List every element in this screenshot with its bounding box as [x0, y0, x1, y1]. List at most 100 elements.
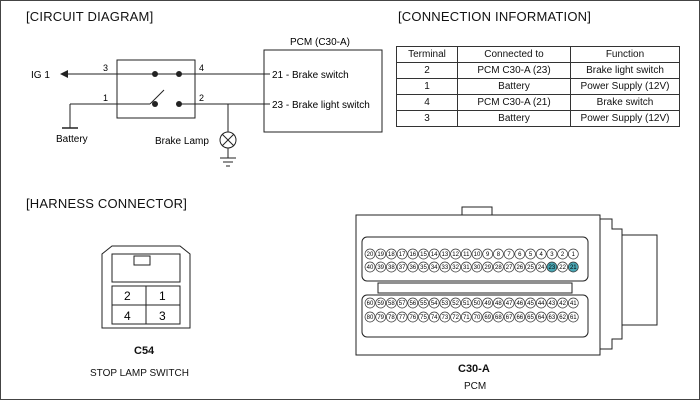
cell: Power Supply (12V) — [570, 78, 680, 95]
pin-circle — [418, 261, 429, 273]
pin-label: 62 — [559, 315, 566, 321]
pin-circle — [557, 311, 568, 323]
cell: 2 — [396, 62, 458, 79]
c54-name: C54 — [134, 345, 155, 357]
cell: 3 — [396, 110, 458, 127]
pin-label: 45 — [527, 301, 534, 307]
pin-label: 32 — [452, 265, 459, 271]
pin-label: 72 — [452, 315, 459, 321]
pin-label: 59 — [377, 301, 384, 307]
pin-label: 21 — [570, 265, 577, 271]
pcm-pin-21: 21 - Brake switch — [272, 70, 349, 81]
pin-circle — [557, 297, 568, 309]
pin-label: 71 — [463, 315, 470, 321]
pin-label: 1 — [572, 252, 576, 258]
pin-label: 58 — [388, 301, 395, 307]
pin-circle — [503, 261, 515, 273]
pin-label: 73 — [442, 315, 449, 321]
lamp-cross — [221, 133, 235, 147]
pin-label: 3 — [550, 252, 554, 258]
pin-circle — [396, 248, 408, 260]
pin-label: 23 — [549, 265, 556, 271]
pin-label: 5 — [529, 252, 533, 258]
pin-circle — [525, 311, 536, 323]
c54-connector: 2 1 4 3 — [101, 245, 191, 329]
pin-label: 4 — [540, 252, 544, 258]
pin-label: 28 — [495, 265, 502, 271]
terminal-3-label: 3 — [103, 63, 108, 73]
pin-label: 75 — [420, 315, 427, 321]
pin-label: 74 — [431, 315, 438, 321]
pin-label: 14 — [431, 252, 438, 258]
pin-circle — [460, 248, 472, 260]
pin-label: 31 — [463, 265, 470, 271]
switch-box — [116, 59, 196, 119]
pin-label: 63 — [549, 315, 556, 321]
pin-circle — [535, 248, 547, 260]
pin-label: 34 — [431, 265, 438, 271]
pin-label: 15 — [420, 252, 427, 258]
pin-circle — [450, 261, 461, 273]
pin-label: 67 — [506, 315, 513, 321]
pin-circle — [493, 297, 504, 309]
pin-label: 38 — [388, 265, 395, 271]
table-header-row: Terminal Connected to Function — [396, 46, 680, 63]
c30a-desc: PCM — [464, 381, 487, 392]
c30a-key — [461, 206, 493, 216]
ig1-label: IG 1 — [31, 70, 50, 81]
pin-circle — [493, 261, 504, 273]
pin-circle — [418, 297, 429, 309]
pin-label: 50 — [474, 301, 481, 307]
pin-circle — [482, 248, 494, 260]
pin-label: 8 — [497, 252, 501, 258]
pin-circle — [514, 248, 526, 260]
pin-circle — [386, 297, 397, 309]
pin-circle — [503, 297, 515, 309]
pin-label: 26 — [516, 265, 523, 271]
pin-circle — [557, 261, 568, 273]
pin-circle — [439, 311, 451, 323]
pin-circle — [493, 248, 504, 260]
pin-label: 25 — [527, 265, 534, 271]
pin-circle — [428, 311, 440, 323]
pin-circle — [396, 311, 408, 323]
pin-circle — [439, 297, 451, 309]
pin-circle — [375, 248, 387, 260]
pin-label: 80 — [367, 315, 374, 321]
pin-label: 68 — [495, 315, 502, 321]
pin-circle — [514, 311, 526, 323]
pin-circle — [567, 261, 579, 273]
terminal-2-label: 2 — [199, 93, 204, 103]
pin-circle — [450, 248, 461, 260]
pin-label: 49 — [484, 301, 491, 307]
pin-label: 42 — [559, 301, 566, 307]
pin-label: 78 — [388, 315, 395, 321]
c54-latch — [111, 253, 181, 283]
pin-circle — [460, 261, 472, 273]
pin-circle — [460, 311, 472, 323]
brake-lamp-label: Brake Lamp — [155, 136, 209, 147]
pin-circle — [396, 297, 408, 309]
c30a-center-rail — [377, 282, 573, 294]
circuit-diagram: IG 1 3 4 1 Battery 2 Brake Lamp PCM (C30… — [31, 37, 383, 167]
c54-desc: STOP LAMP SWITCH — [90, 368, 189, 379]
cell: 4 — [396, 94, 458, 111]
c54-pin: 1 — [159, 289, 166, 303]
pin-circle — [428, 248, 440, 260]
pin-label: 17 — [399, 252, 406, 258]
contact-dot — [152, 71, 158, 77]
pcm-pin-23: 23 - Brake light switch — [272, 100, 370, 111]
pin-circle — [525, 261, 536, 273]
pin-label: 53 — [442, 301, 449, 307]
pin-label: 9 — [486, 252, 490, 258]
pin-label: 79 — [377, 315, 384, 321]
pin-circle — [386, 248, 397, 260]
pin-circle — [482, 311, 494, 323]
c30a-side-lock — [622, 234, 658, 326]
pin-label: 18 — [388, 252, 395, 258]
pin-circle — [546, 297, 558, 309]
pin-circle — [525, 248, 536, 260]
pin-label: 20 — [367, 252, 374, 258]
pin-label: 60 — [367, 301, 374, 307]
